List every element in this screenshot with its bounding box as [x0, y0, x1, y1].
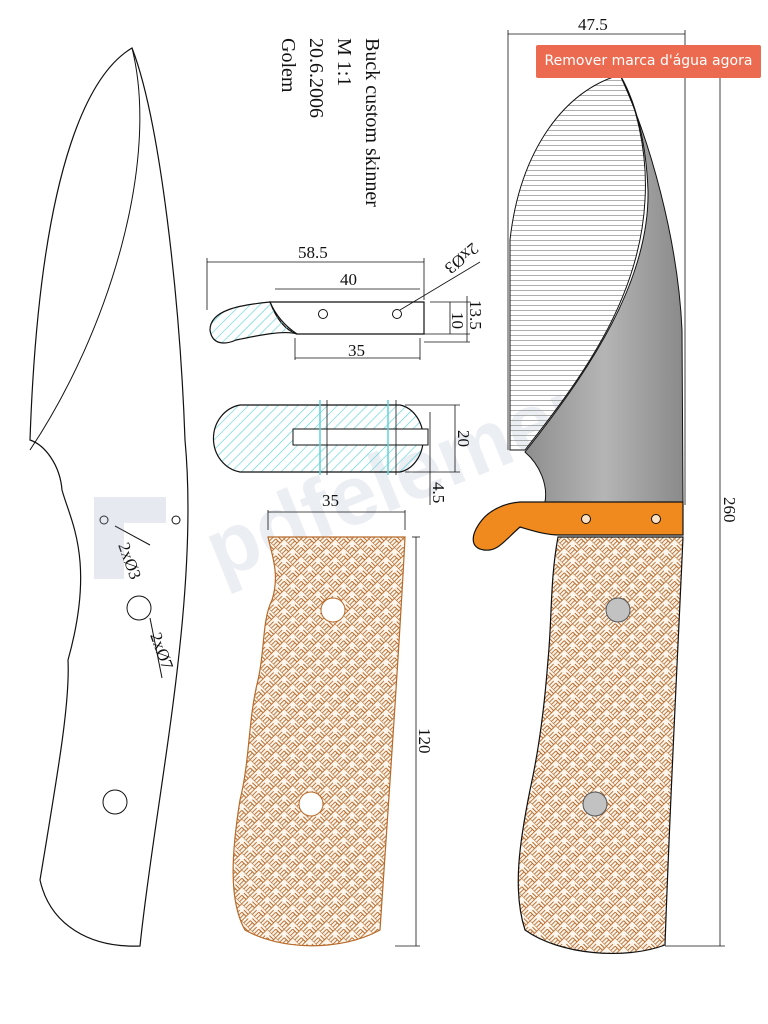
blade-holes-large-label: 2xØ7 [146, 630, 177, 672]
guard-height-10-dim: 10 [448, 312, 467, 329]
spacer-section: 20 4.5 [212, 400, 473, 505]
pin-hole-small-icon [171, 515, 181, 525]
guard-overall-dim: 58.5 [298, 243, 328, 262]
drawing-title: Buck custom skinner [361, 38, 383, 207]
title-block: Buck custom skinner M 1:1 20.6.2006 Gole… [277, 38, 383, 207]
guard-top-view: 58.5 40 2xØ3 10 13.5 35 [206, 239, 485, 360]
pin-hole-large-icon [102, 789, 128, 815]
spacer-offset-dim: 4.5 [429, 482, 448, 503]
drawing-author: Golem [277, 38, 299, 93]
drawing-date: 20.6.2006 [305, 38, 327, 118]
scale-length-dim: 120 [415, 728, 434, 754]
assembled-knife: 47.5 260 [472, 15, 739, 955]
pin-hole-large-icon [126, 595, 152, 621]
assembly-length-dim: 260 [720, 497, 739, 523]
scale-width-dim: 35 [322, 491, 339, 510]
spacer-height-dim: 20 [454, 430, 473, 447]
guard-holes-dim: 2xØ3 [441, 239, 482, 278]
handle-scale: 35 120 [232, 491, 434, 947]
guard-bottom-dim: 35 [348, 341, 365, 360]
remove-watermark-button[interactable]: Remover marca d'água agora [536, 45, 761, 78]
guard-height-13-5-dim: 13.5 [466, 300, 485, 330]
guard-hole-span-dim: 40 [340, 270, 357, 289]
drawing-scale: M 1:1 [333, 38, 355, 86]
assembly-width-dim: 47.5 [578, 15, 608, 34]
pin-hole-small-icon [99, 515, 109, 525]
